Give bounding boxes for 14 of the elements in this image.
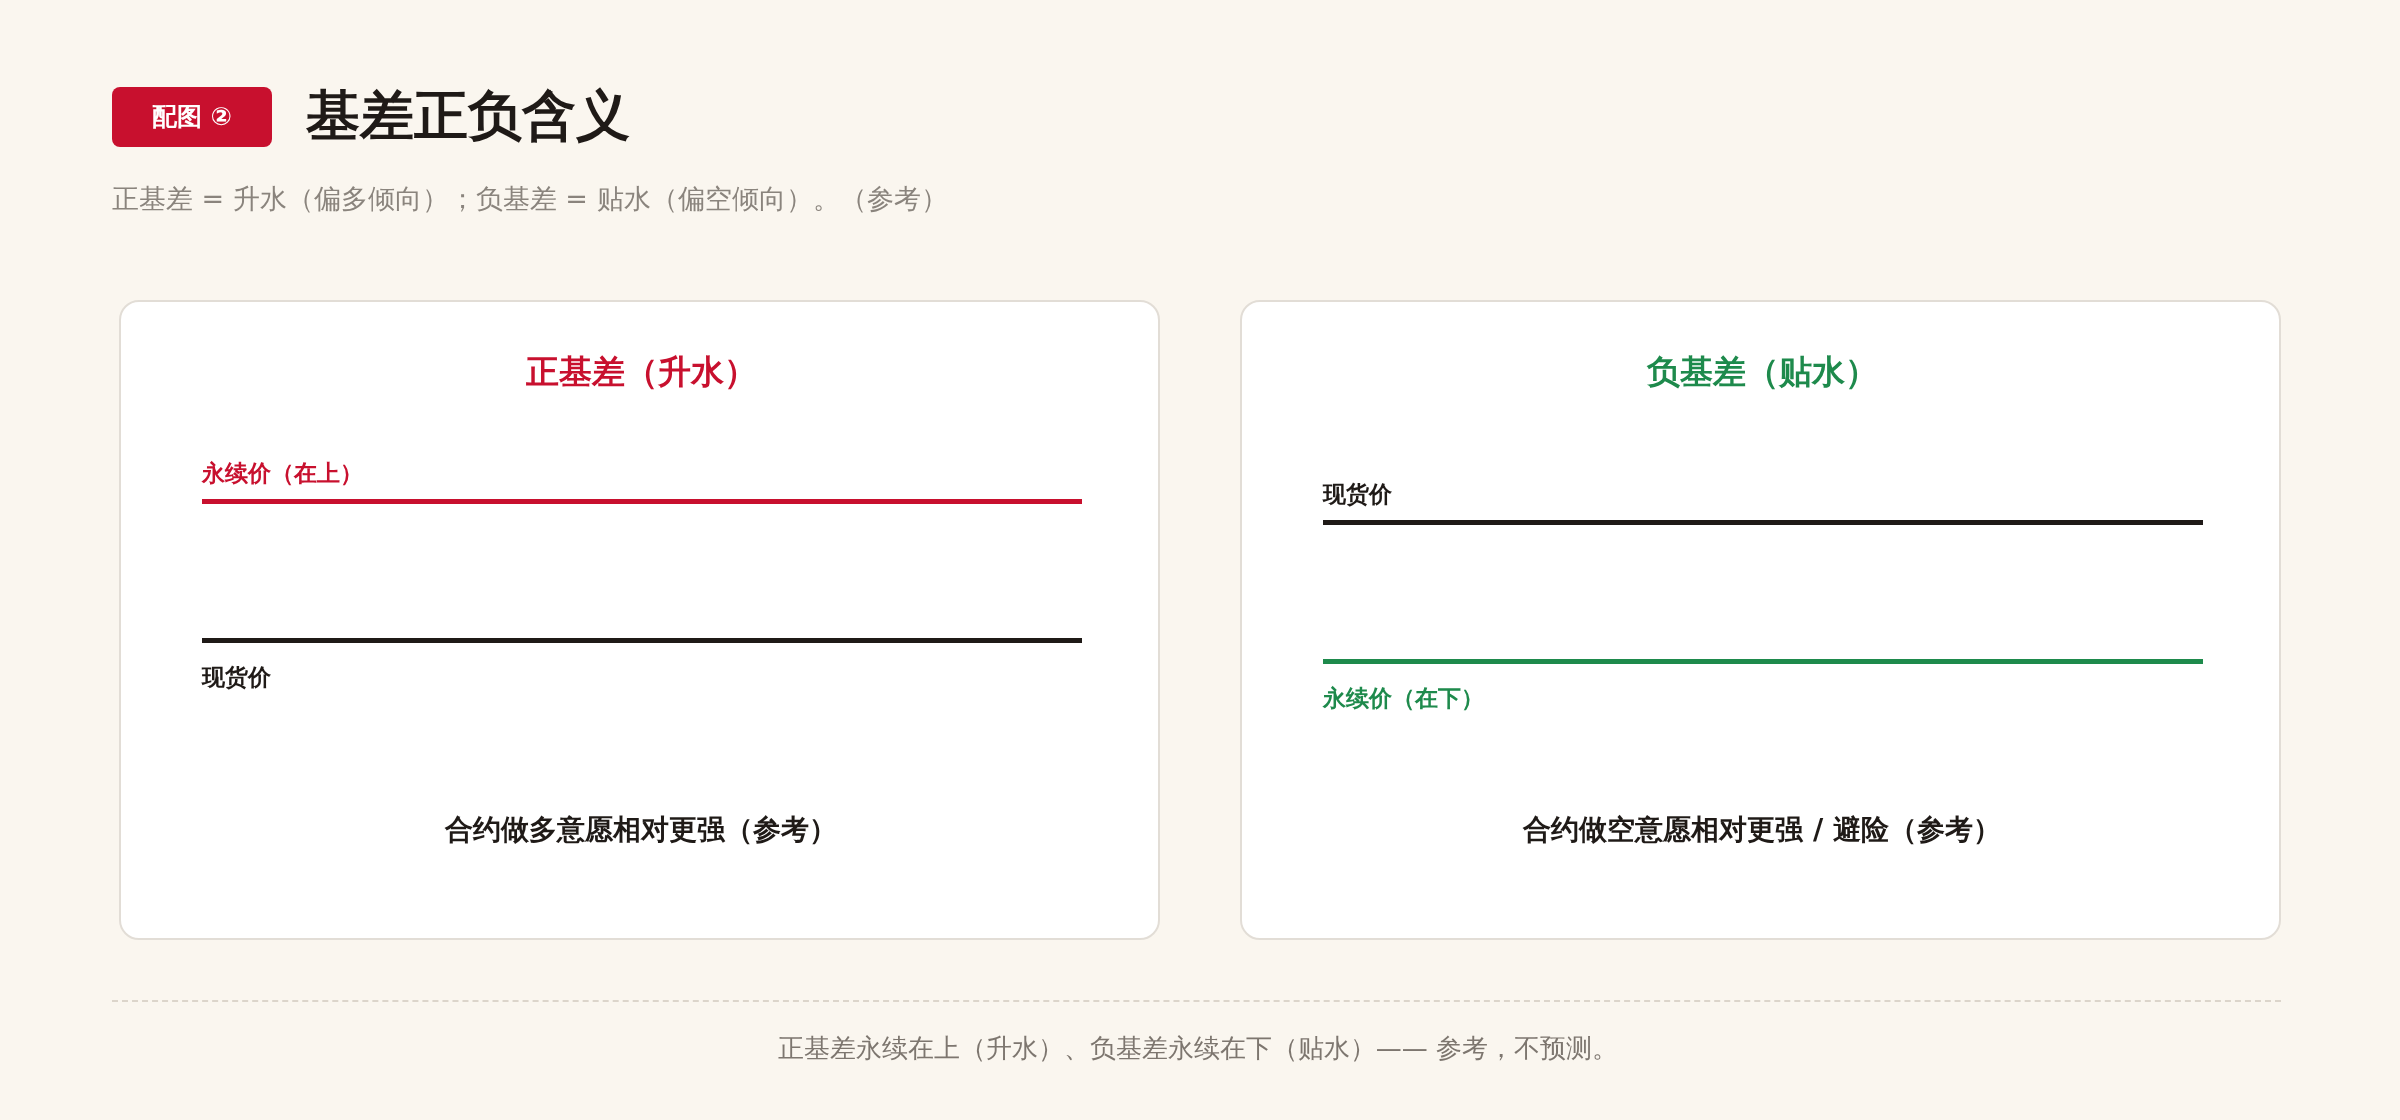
card	[1240, 300, 2281, 940]
card	[119, 300, 1160, 940]
line-label: 现货价	[202, 663, 271, 692]
card-note: 合约做多意愿相对更强（参考）	[445, 812, 837, 848]
subtitle: 正基差 = 升水（偏多倾向）；负基差 = 贴水（偏空倾向）。（参考）	[112, 182, 948, 216]
card-heading: 负基差（贴水）	[1646, 351, 1878, 393]
figure-badge: 配图 ②	[112, 87, 272, 147]
card-heading: 正基差（升水）	[525, 351, 757, 393]
title: 基差正负含义	[306, 83, 630, 149]
card-note: 合约做空意愿相对更强 / 避险（参考）	[1523, 812, 2001, 848]
line-label: 永续价（在下）	[1323, 684, 1484, 713]
line-label: 现货价	[1323, 480, 1392, 509]
line-label: 永续价（在上）	[202, 459, 363, 488]
caption: 正基差永续在上（升水）、负基差永续在下（贴水）—— 参考，不预测。	[777, 1032, 1619, 1065]
